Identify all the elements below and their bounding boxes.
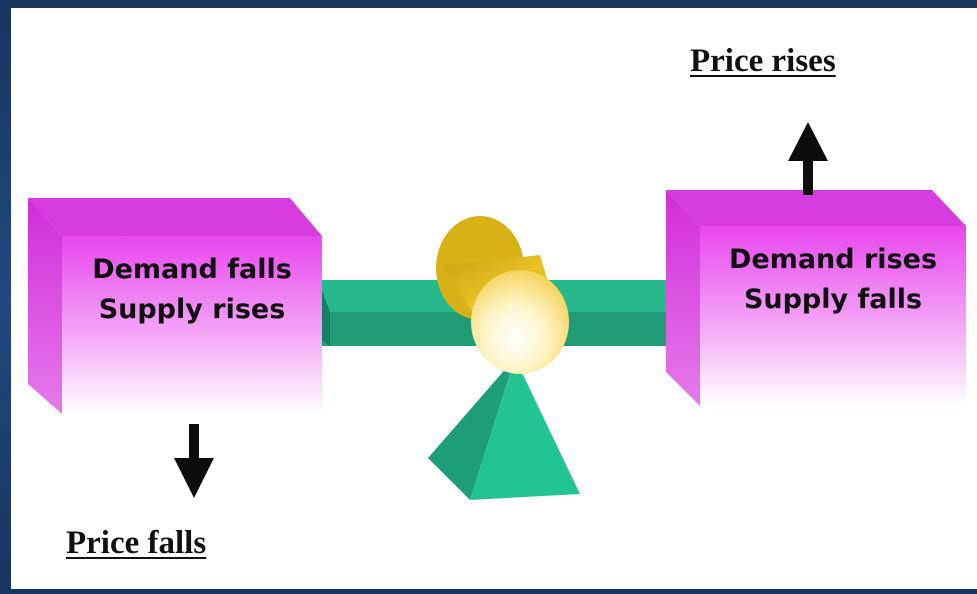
fulcrum-left-face [428,358,515,500]
right-box-top [666,190,966,226]
fulcrum [428,358,580,500]
cylinder-front-cap [471,270,569,374]
left-box-front [62,236,322,414]
right-box-side [666,190,700,406]
right-box-line1: Demand rises [728,244,938,275]
left-box-line2: Supply rises [98,294,286,325]
right-box-label: Demand rises Supply falls [700,240,966,320]
pivot-cylinder [436,216,569,374]
price-falls-label: Price falls [66,525,207,561]
left-box-top [28,198,322,236]
left-box [28,198,322,414]
price-rises-label: Price rises [690,43,836,79]
fulcrum-right-face [470,358,580,500]
right-box-front [700,226,966,406]
left-box-label: Demand falls Supply rises [62,250,322,330]
right-box [666,190,966,406]
arrow-down-icon [174,424,214,498]
right-box-line2: Supply falls [743,284,923,315]
arrow-up-icon [788,122,828,195]
left-box-line1: Demand falls [92,254,292,285]
left-box-side [28,198,62,414]
